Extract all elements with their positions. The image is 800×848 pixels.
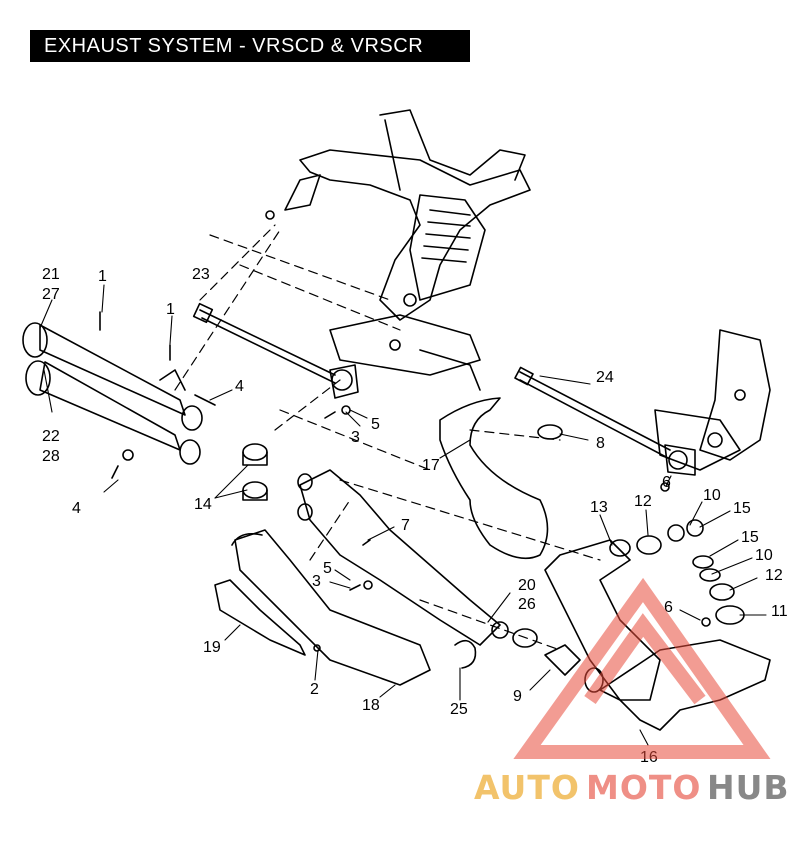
clamps-14 [242, 443, 268, 501]
callout-4: 4 [72, 500, 81, 517]
page-title: EXHAUST SYSTEM - VRSCD & VRSCR [30, 30, 470, 62]
watermark-text-moto: MOTO [586, 768, 702, 807]
heat-shield-19 [214, 579, 306, 656]
callout-15: 15 [741, 529, 759, 546]
callout-27: 27 [42, 286, 60, 303]
callout-8: 8 [596, 435, 605, 452]
callout-20: 20 [518, 577, 536, 594]
callout-1: 1 [98, 268, 107, 285]
callout-14: 14 [194, 496, 212, 513]
callout-12: 12 [765, 567, 783, 584]
callout-10: 10 [703, 487, 721, 504]
callout-18: 18 [362, 697, 380, 714]
callout-24: 24 [596, 369, 614, 386]
callout-4: 4 [235, 378, 244, 395]
callout-leaders [39, 284, 767, 746]
callout-numbers: 21 27 1 23 1 4 22 28 4 14 5 3 24 8 17 13… [42, 266, 788, 766]
callout-28: 28 [42, 448, 60, 465]
callout-25: 25 [450, 701, 468, 718]
rod-23 [192, 302, 359, 399]
watermark-text-hub: HUB [707, 768, 790, 807]
callout-13: 13 [590, 499, 608, 516]
callout-21: 21 [42, 266, 60, 283]
callout-1: 1 [166, 301, 175, 318]
callout-3: 3 [312, 573, 321, 590]
callout-3: 3 [351, 429, 360, 446]
heat-shield-18 [231, 529, 431, 686]
watermark-logo-triangle [513, 577, 771, 759]
dashed-leaders [174, 224, 601, 651]
callout-2: 2 [310, 681, 319, 698]
callout-6: 6 [662, 474, 671, 491]
callout-11: 11 [771, 603, 788, 620]
rod-24 [514, 366, 696, 476]
callout-7: 7 [401, 517, 410, 534]
fasteners [99, 210, 711, 652]
callout-23: 23 [192, 266, 210, 283]
callout-19: 19 [203, 639, 221, 656]
callout-26: 26 [518, 596, 536, 613]
callout-22: 22 [42, 428, 60, 445]
callout-10: 10 [755, 547, 773, 564]
frame-drawing [284, 109, 771, 471]
watermark-text-auto: AUTO [474, 768, 580, 807]
callout-15: 15 [733, 500, 751, 517]
gaskets-and-flanges [537, 424, 735, 676]
callout-17: 17 [422, 457, 440, 474]
callout-6: 6 [664, 599, 673, 616]
callout-9: 9 [513, 688, 522, 705]
clamp-25 [454, 639, 477, 669]
callout-5: 5 [371, 416, 380, 433]
muffler-assembly-20 [297, 469, 538, 648]
callout-5: 5 [323, 560, 332, 577]
callout-12: 12 [634, 493, 652, 510]
mufflers [22, 322, 203, 465]
